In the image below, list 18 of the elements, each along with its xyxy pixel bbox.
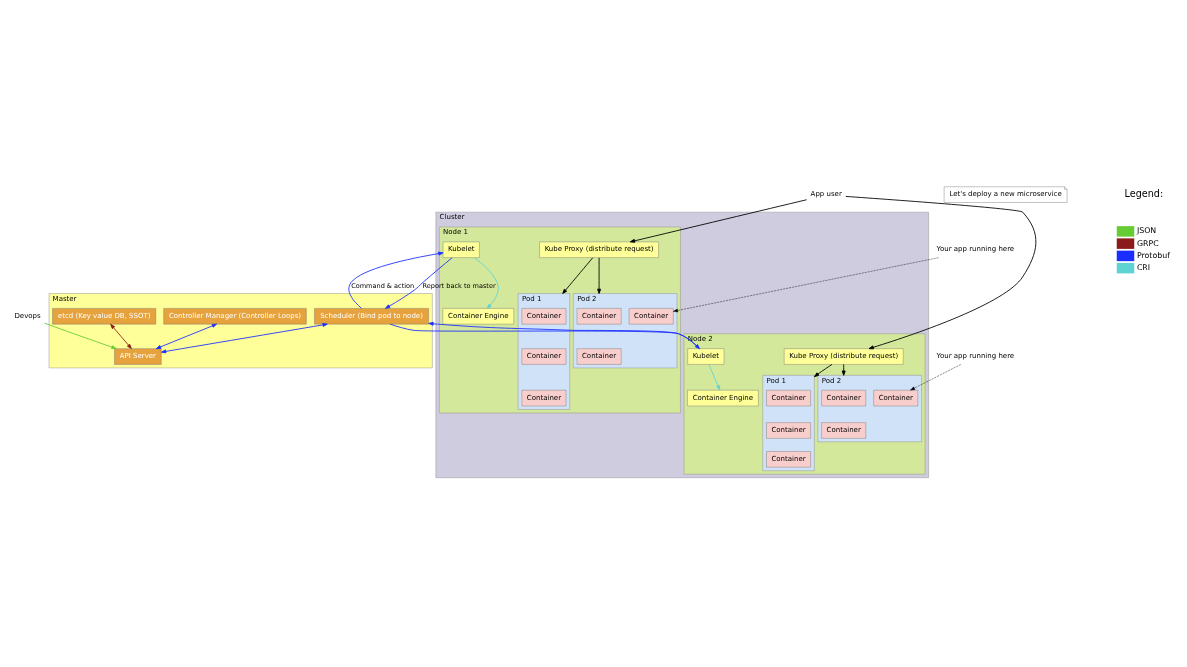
arrow: [348, 251, 444, 309]
label: Legend:: [1124, 187, 1164, 199]
arrow: [673, 256, 939, 312]
arrow: [841, 363, 846, 376]
arrow: [428, 321, 700, 349]
arrow: [155, 323, 218, 349]
arrow: [473, 256, 499, 309]
arrow: [629, 198, 808, 243]
arrow: [160, 322, 328, 353]
arrow: [389, 323, 700, 349]
arrow: [910, 363, 961, 390]
arrow: [597, 256, 602, 294]
arrow: [385, 256, 453, 309]
arrow: [708, 363, 721, 391]
arrow: [813, 363, 833, 377]
arrow: [562, 256, 594, 294]
arrow: [110, 323, 132, 349]
arrow: [845, 195, 1037, 349]
